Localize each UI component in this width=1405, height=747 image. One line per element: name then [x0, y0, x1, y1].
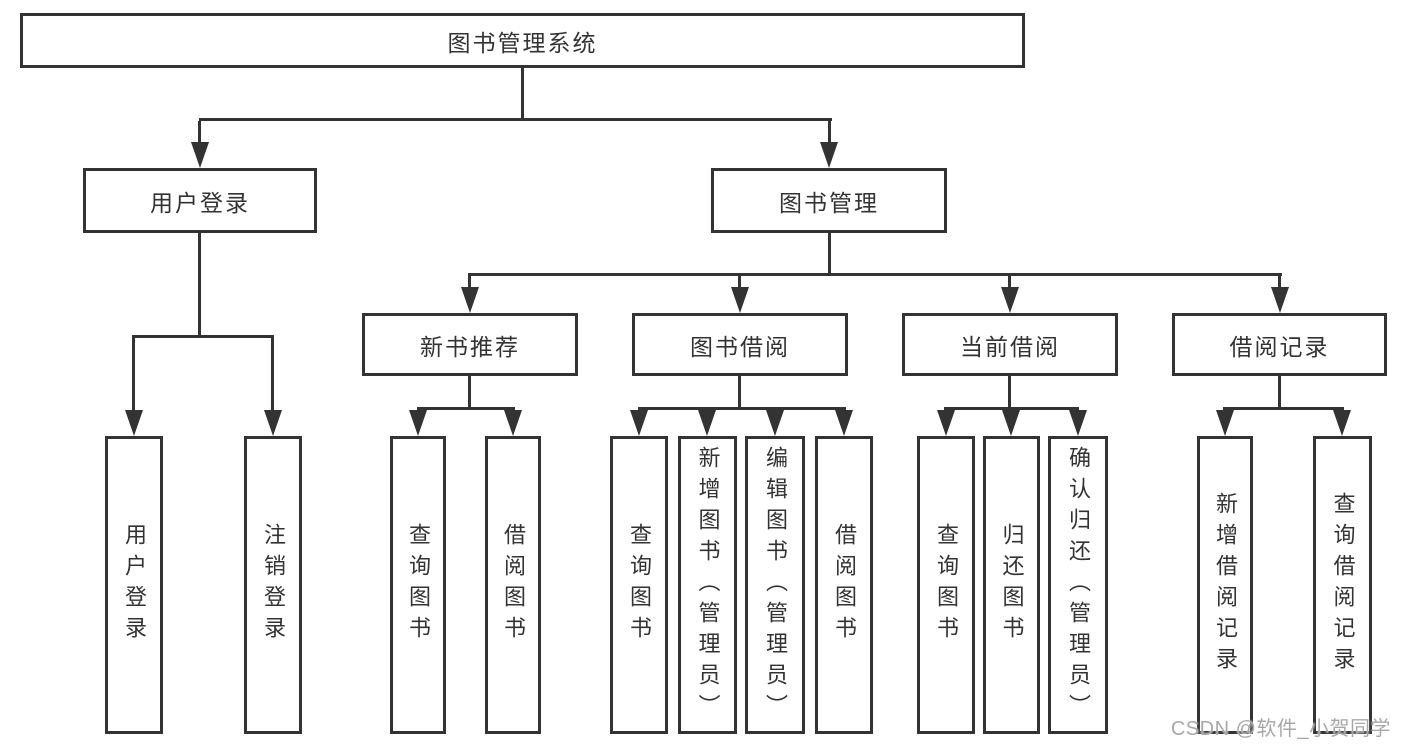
- node-label: 新书推荐: [420, 333, 520, 360]
- arrow-down-icon: [1216, 410, 1234, 436]
- connector-line: [1008, 276, 1011, 287]
- connector-line: [468, 273, 1282, 276]
- arrow-down-icon: [1002, 410, 1020, 436]
- arrow-down-icon: [820, 142, 838, 168]
- connector-line: [271, 338, 274, 410]
- connector-line: [944, 407, 1079, 410]
- node-label: 图书管理系统: [447, 29, 598, 56]
- connector-line: [468, 276, 471, 287]
- connector-line: [1278, 376, 1281, 407]
- node-new-book-recommendation: 新书推荐: [362, 313, 578, 376]
- node-label: 注销登录: [261, 523, 286, 647]
- node-current-borrowing: 当前借阅: [902, 313, 1118, 376]
- node-leaf-query-books-current: 查询图书: [917, 436, 975, 734]
- arrow-down-icon: [630, 410, 648, 436]
- node-leaf-borrow-books-recommend: 借阅图书: [485, 436, 541, 734]
- arrow-down-icon: [461, 287, 479, 313]
- node-label: 当前借阅: [960, 333, 1060, 360]
- node-book-borrowing: 图书借阅: [632, 313, 848, 376]
- csdn-watermark: CSDN @软件_小贺同学: [1170, 718, 1391, 740]
- node-book-management: 图书管理: [711, 168, 947, 233]
- connector-line: [1278, 276, 1281, 287]
- node-label: 编辑图书（管理员）: [763, 445, 788, 725]
- connector-line: [199, 118, 832, 121]
- node-leaf-add-book-admin: 新增图书（管理员）: [678, 436, 737, 734]
- node-label: 查询图书: [934, 523, 959, 647]
- node-label: 新增借阅记录: [1213, 492, 1238, 678]
- node-label: 查询图书: [627, 523, 652, 647]
- node-leaf-query-borrow-record: 查询借阅记录: [1313, 436, 1372, 734]
- connector-line: [738, 276, 741, 287]
- node-label: 借阅图书: [832, 523, 857, 647]
- arrow-down-icon: [409, 410, 427, 436]
- node-leaf-borrow-books: 借阅图书: [815, 436, 873, 734]
- arrow-down-icon: [1069, 410, 1087, 436]
- node-leaf-query-books-borrowing: 查询图书: [610, 436, 668, 734]
- node-label: 归还图书: [999, 523, 1025, 647]
- arrow-down-icon: [731, 287, 749, 313]
- arrow-down-icon: [766, 410, 784, 436]
- arrow-down-icon: [191, 142, 209, 168]
- connector-line: [521, 68, 524, 121]
- connector-line: [468, 376, 471, 407]
- node-leaf-logout: 注销登录: [244, 436, 302, 734]
- connector-line: [638, 407, 846, 410]
- node-label: 借阅记录: [1229, 333, 1330, 360]
- node-leaf-query-books-recommend: 查询图书: [390, 436, 446, 734]
- arrow-down-icon: [1271, 287, 1289, 313]
- node-label: 查询图书: [406, 523, 431, 647]
- node-leaf-add-borrow-record: 新增借阅记录: [1197, 436, 1253, 734]
- connector-line: [828, 121, 831, 143]
- connector-line: [417, 407, 515, 410]
- node-leaf-edit-book-admin: 编辑图书（管理员）: [745, 436, 805, 734]
- arrow-down-icon: [698, 410, 716, 436]
- connector-line: [132, 335, 274, 338]
- node-label: 图书借阅: [690, 333, 790, 360]
- arrow-down-icon: [937, 410, 955, 436]
- connector-line: [132, 338, 135, 410]
- node-label: 用户登录: [122, 523, 147, 647]
- node-label: 确认归还（管理员）: [1066, 445, 1091, 725]
- arrow-down-icon: [1333, 410, 1351, 436]
- node-library-management-system: 图书管理系统: [20, 13, 1025, 68]
- arrow-down-icon: [1001, 287, 1019, 313]
- arrow-down-icon: [264, 410, 282, 436]
- connector-line: [1008, 376, 1011, 407]
- node-label: 图书管理: [779, 189, 879, 216]
- connector-line: [1223, 407, 1344, 410]
- node-borrowing-records: 借阅记录: [1172, 313, 1387, 376]
- connector-line: [828, 233, 831, 276]
- connector-line: [198, 121, 201, 143]
- node-label: 新增图书（管理员）: [695, 445, 721, 725]
- node-leaf-confirm-return-admin: 确认归还（管理员）: [1048, 436, 1108, 734]
- node-label: 查询借阅记录: [1330, 492, 1356, 678]
- node-label: 用户登录: [150, 189, 250, 216]
- connector-line: [198, 233, 201, 335]
- node-label: 借阅图书: [501, 523, 526, 647]
- arrow-down-icon: [504, 410, 522, 436]
- arrow-down-icon: [835, 410, 853, 436]
- node-leaf-return-books: 归还图书: [983, 436, 1040, 734]
- arrow-down-icon: [125, 410, 143, 436]
- node-leaf-user-login: 用户登录: [105, 436, 163, 734]
- connector-line: [738, 376, 741, 407]
- node-user-login: 用户登录: [83, 168, 317, 233]
